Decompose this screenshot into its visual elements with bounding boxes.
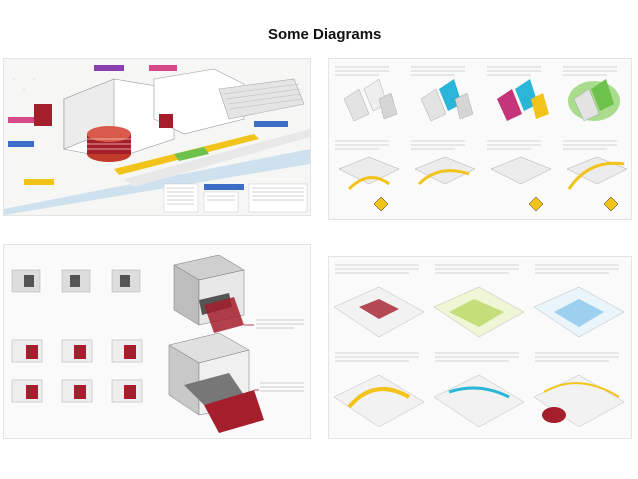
urban-context-diagram-grid <box>328 256 632 439</box>
isometric-building-image <box>4 59 310 215</box>
diagram-grid-image <box>329 59 631 219</box>
diagram-grid-image <box>329 257 631 438</box>
orchestra-pit-diagram <box>3 244 311 439</box>
concept-diagram-grid <box>328 58 632 220</box>
slide-title: Some Diagrams <box>268 26 382 43</box>
site-axonometric-diagram <box>3 58 311 216</box>
exploded-axonometric-image <box>4 245 310 438</box>
